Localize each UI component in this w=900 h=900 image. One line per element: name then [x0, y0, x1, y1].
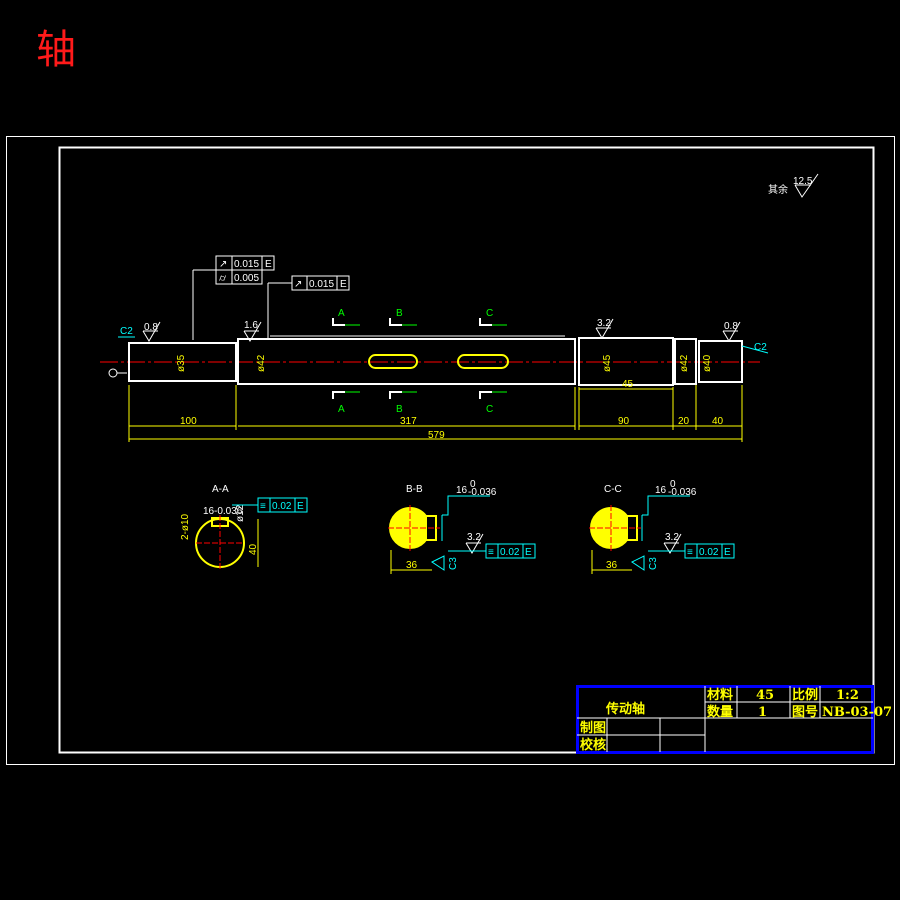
chamfer-label: C2 [754, 342, 767, 353]
svg-text:1.6: 1.6 [244, 320, 258, 331]
length-label: 579 [428, 430, 445, 441]
svg-text:E: E [724, 547, 731, 558]
svg-text:3.2: 3.2 [467, 532, 481, 543]
diameter-label: ø42 [256, 354, 267, 372]
svg-text:↗: ↗ [219, 259, 227, 270]
svg-text:传动轴: 传动轴 [605, 701, 645, 717]
length-label: 317 [400, 416, 417, 427]
length-label: 45 [622, 379, 634, 390]
svg-text:E: E [340, 279, 347, 290]
svg-text:⌭: ⌭ [219, 273, 227, 284]
svg-text:数量: 数量 [707, 704, 733, 720]
svg-text:C-C: C-C [604, 484, 622, 495]
svg-text:≡: ≡ [488, 547, 494, 558]
keyway-1 [368, 354, 418, 369]
svg-text:-0.036: -0.036 [668, 487, 697, 498]
svg-text:↗: ↗ [294, 279, 302, 290]
svg-text:E: E [297, 501, 304, 512]
svg-text:36: 36 [606, 560, 618, 571]
svg-text:0.8: 0.8 [144, 322, 158, 333]
svg-text:45: 45 [756, 688, 774, 703]
svg-text:E: E [265, 259, 272, 270]
svg-text:36: 36 [406, 560, 418, 571]
diameter-label: ø35 [176, 354, 187, 372]
diameter-label: ø40 [702, 354, 713, 372]
svg-text:C3: C3 [648, 557, 659, 570]
svg-text:16: 16 [203, 506, 215, 517]
svg-text:0: 0 [670, 479, 676, 490]
center-hole-icon [108, 368, 127, 378]
svg-text:E: E [525, 547, 532, 558]
svg-text:制图: 制图 [580, 720, 606, 736]
svg-text:16: 16 [655, 485, 667, 496]
title-block: 传动轴 材料 45 比例 1:2 数量 1 图号 NB-03-07 制图 校核 [576, 685, 892, 754]
runout-tolerance-frame-2: ↗ 0.015 E [267, 275, 350, 340]
svg-text:A: A [338, 404, 345, 415]
section-arrows [345, 324, 507, 393]
runout-tolerance-frame: ↗ 0.015 E ⌭ 0.005 [192, 255, 275, 340]
svg-text:其余: 其余 [768, 183, 788, 196]
section-cut-marks [332, 318, 492, 399]
chamfer-label: C2 [120, 326, 133, 337]
svg-text:0.02: 0.02 [699, 547, 719, 558]
svg-text:-0.036: -0.036 [468, 487, 497, 498]
svg-text:≡: ≡ [687, 547, 693, 558]
svg-text:C: C [486, 308, 493, 319]
length-label: 100 [180, 416, 197, 427]
svg-text:B: B [396, 308, 403, 319]
svg-text:材料: 材料 [707, 687, 733, 703]
svg-text:-0.036: -0.036 [214, 506, 243, 517]
svg-text:A: A [338, 308, 345, 319]
section-aa: A-A 16 -0.036 ø12 40 2-ø10 ≡ 0.02 E [180, 484, 308, 571]
svg-text:2-ø10: 2-ø10 [180, 513, 191, 540]
svg-text:图号: 图号 [792, 705, 818, 720]
svg-text:0: 0 [470, 479, 476, 490]
roughness-note: 其余 12.5 [768, 173, 819, 198]
svg-text:C: C [486, 404, 493, 415]
svg-text:ø12: ø12 [235, 504, 246, 522]
svg-text:3.2: 3.2 [665, 532, 679, 543]
svg-text:比例: 比例 [792, 687, 818, 703]
svg-text:12.5: 12.5 [793, 176, 813, 187]
outer-frame [6, 136, 895, 765]
diameter-label: ø45 [602, 354, 613, 372]
svg-text:16: 16 [456, 485, 468, 496]
svg-text:C3: C3 [448, 557, 459, 570]
svg-text:3.2: 3.2 [597, 318, 611, 329]
svg-text:B-B: B-B [406, 484, 423, 495]
page-title: 轴 [36, 27, 76, 73]
roughness-symbol [142, 318, 741, 342]
svg-text:0.005: 0.005 [234, 273, 259, 284]
length-label: 40 [712, 416, 724, 427]
svg-text:0.8: 0.8 [724, 321, 738, 332]
dimension-lines [128, 385, 743, 442]
svg-text:0.02: 0.02 [272, 501, 292, 512]
section-bb: B-B 16 0 -0.036 3.2 ≡ 0.02 E 36 C3 [388, 479, 536, 574]
inner-frame [58, 146, 875, 754]
svg-text:校核: 校核 [580, 737, 606, 753]
svg-text:B: B [396, 404, 403, 415]
length-label: 20 [678, 416, 690, 427]
svg-text:≡: ≡ [260, 501, 266, 512]
shaft-body [128, 335, 743, 386]
svg-text:0.02: 0.02 [500, 547, 520, 558]
svg-text:A-A: A-A [212, 484, 229, 495]
svg-text:1: 1 [758, 705, 767, 720]
keyway-2 [457, 354, 509, 369]
svg-text:1:2: 1:2 [836, 688, 859, 703]
svg-text:40: 40 [248, 543, 259, 555]
svg-text:0.015: 0.015 [234, 259, 259, 270]
section-cc: C-C 16 0 -0.036 3.2 ≡ 0.02 E 36 C3 [589, 479, 735, 574]
svg-text:0.015: 0.015 [309, 279, 334, 290]
svg-text:NB-03-07: NB-03-07 [822, 705, 892, 720]
diameter-label: ø42 [679, 354, 690, 372]
length-label: 90 [618, 416, 630, 427]
